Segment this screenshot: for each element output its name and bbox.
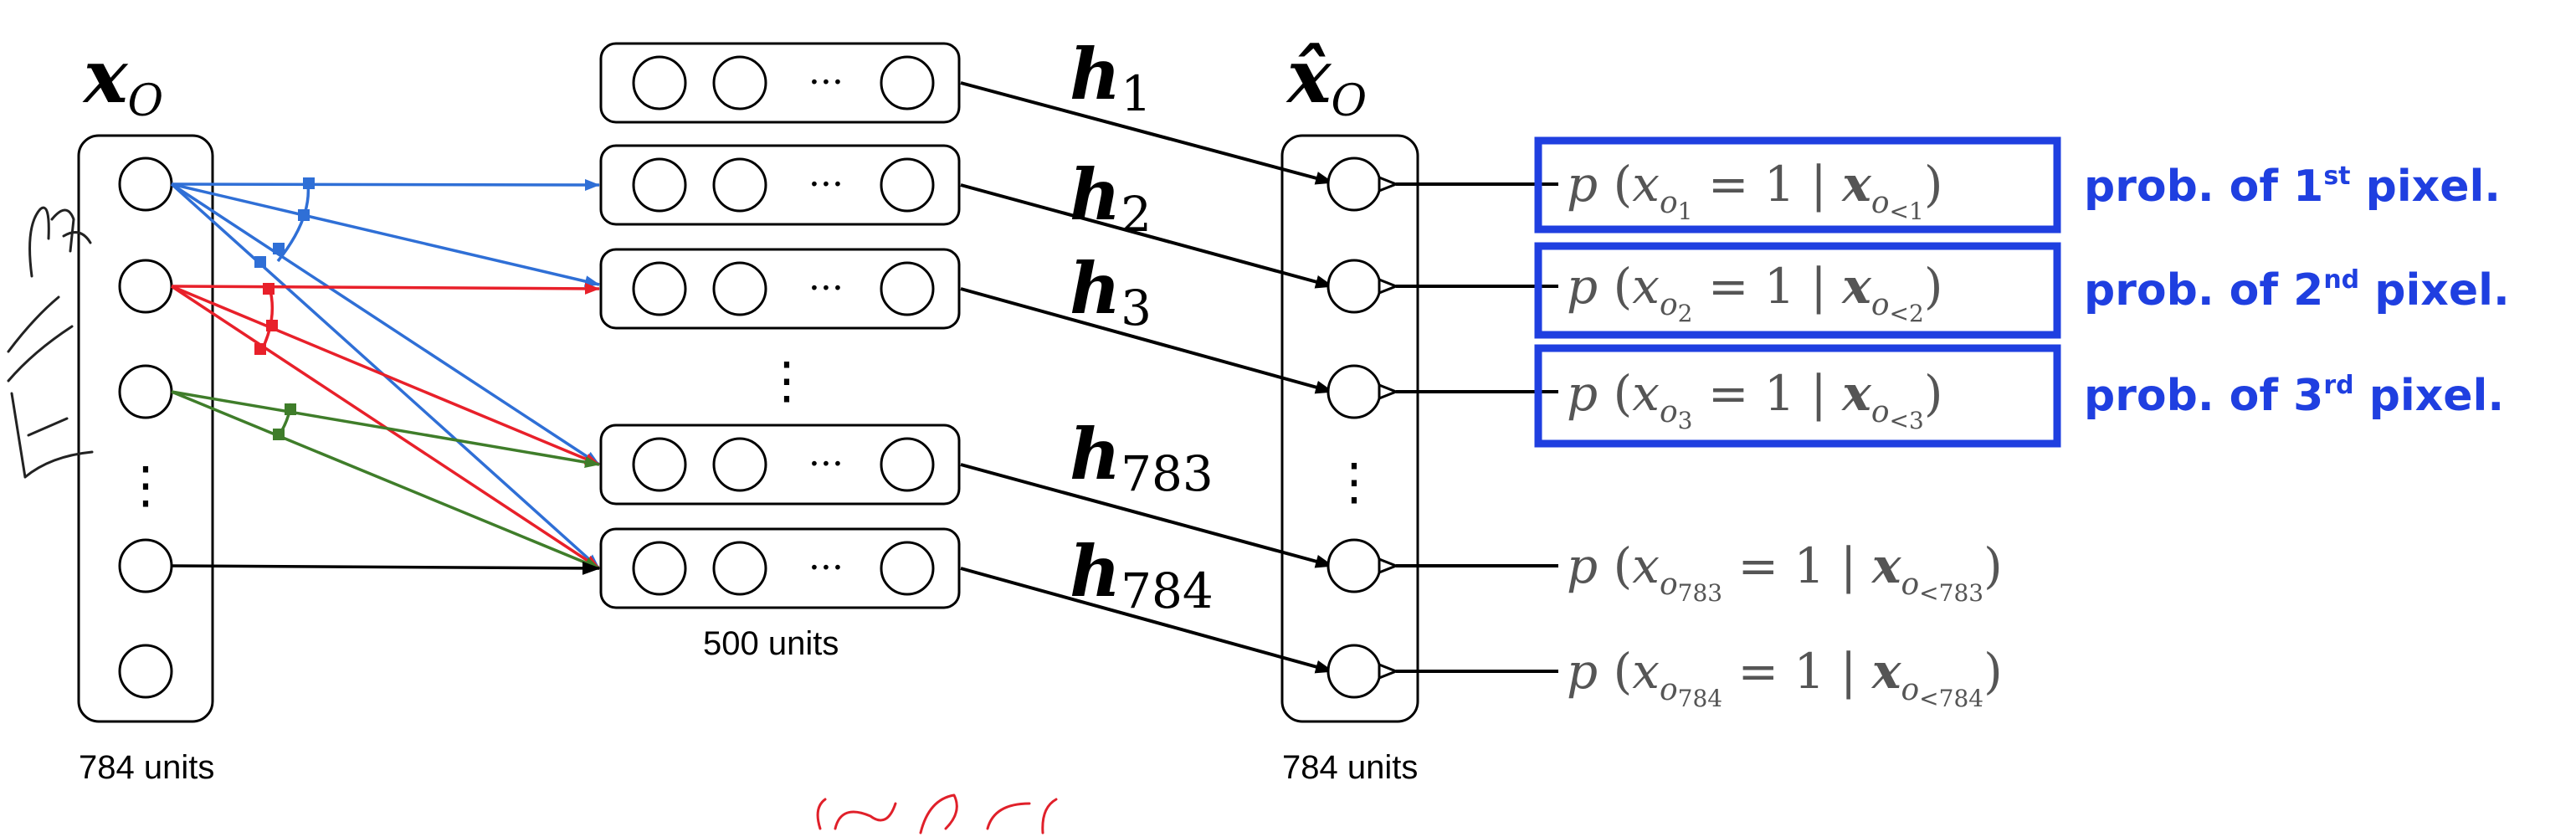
input-layer-box: [77, 134, 214, 723]
annotation-2: prob. of 2nd pixel.: [2084, 265, 2510, 316]
input-layer: xO ⋮ 784 units: [77, 33, 214, 786]
handwriting-bottom-red: [816, 793, 1058, 834]
svg-text:···: ···: [808, 163, 844, 206]
hidden-label-3: h3: [1070, 247, 1152, 336]
handwriting-left-top: [28, 206, 92, 278]
hidden-group-2: ···: [599, 144, 961, 226]
prob-expr-2: p (xo2 = 1 | xo<2): [1567, 258, 1942, 327]
highlight-box-1: [1534, 136, 2061, 234]
input-unit-1: [118, 157, 173, 212]
input-units-label: 784 units: [79, 749, 214, 786]
black-connection-h784: [171, 561, 601, 575]
hidden-layer: ··· ··· ··· ⋮ ···: [599, 42, 961, 662]
prob-expr-783: p (xo783 = 1 | xo<783): [1567, 537, 2003, 607]
hidden-label-2: h2: [1070, 153, 1152, 243]
handwriting-left-bottom: [10, 392, 94, 479]
hidden-output-connections: [960, 81, 1334, 674]
green-connection-h783: [171, 390, 600, 469]
hidden-units-label: 500 units: [703, 625, 839, 662]
svg-text:···: ···: [808, 267, 844, 310]
blue-connection-h783: [171, 182, 600, 466]
prob-expr-1: p (xo1 = 1 | xo<1): [1567, 156, 1942, 225]
hidden-group-784: ···: [599, 527, 961, 609]
red-weight-tie-curve: [259, 286, 275, 352]
output-title: x̂O: [1285, 33, 1367, 126]
input-unit-3: [118, 364, 173, 419]
output-unit-2: [1326, 259, 1382, 314]
input-unit-783: [118, 538, 173, 593]
output-unit-3: [1326, 364, 1382, 419]
highlight-box-3: [1534, 344, 2061, 448]
input-vertical-ellipsis: ⋮: [121, 456, 171, 515]
input-title: xO: [82, 33, 163, 126]
prob-expr-784: p (xo784 = 1 | xo<784): [1567, 643, 2003, 712]
hidden-label-784: h784: [1070, 530, 1214, 619]
svg-text:···: ···: [808, 61, 844, 104]
annotation-1: prob. of 1st pixel.: [2084, 162, 2501, 212]
output-layer-box: [1280, 134, 1419, 723]
annotation-3: prob. of 3rd pixel.: [2084, 371, 2504, 421]
output-unit-784: [1326, 644, 1382, 699]
output-layer: x̂O ⋮ 784 units: [1280, 33, 1419, 786]
blue-connection-h3: [171, 182, 600, 287]
probability-expressions: p (xo1 = 1 | xo<1) p (xo2 = 1 | xo<2) p …: [1534, 136, 2061, 712]
output-unit-1: [1326, 157, 1382, 212]
hidden-vertical-ellipsis: ⋮: [762, 352, 812, 410]
hidden-group-783: ···: [599, 424, 961, 506]
svg-text:···: ···: [808, 443, 844, 485]
output-units-label: 784 units: [1282, 749, 1418, 786]
annotations: prob. of 1st pixel. prob. of 2nd pixel. …: [2084, 162, 2510, 421]
blue-connection-h2: [171, 178, 600, 191]
highlight-box-2: [1534, 242, 2061, 339]
svg-text:···: ···: [808, 547, 844, 589]
green-connection-h784: [171, 390, 600, 570]
input-hidden-connections: [170, 177, 601, 575]
hidden-label-1: h1: [1070, 33, 1152, 122]
input-unit-784: [118, 644, 173, 699]
prob-expr-3: p (xo3 = 1 | xo<3): [1567, 365, 1942, 434]
handwriting-left-mid: [7, 295, 74, 383]
red-connection-h3: [171, 282, 600, 295]
hidden-group-3: ···: [599, 248, 961, 330]
handwritten-scribbles: [7, 206, 1058, 834]
output-vertical-ellipsis: ⋮: [1329, 453, 1379, 511]
hidden-group-1: ···: [599, 42, 961, 124]
red-connection-h783: [171, 285, 600, 466]
hidden-labels: h1 h2 h3 h783 h784: [1070, 33, 1214, 619]
input-unit-2: [118, 259, 173, 314]
output-unit-783: [1326, 538, 1382, 593]
probability-arrows: [1396, 184, 1558, 671]
hidden-label-783: h783: [1070, 413, 1214, 502]
